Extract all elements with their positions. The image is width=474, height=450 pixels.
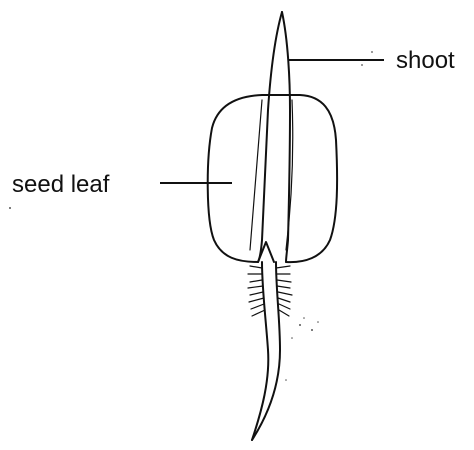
seed-leaf-outline <box>208 95 337 262</box>
root-right-edge <box>252 262 280 440</box>
shoot-left-edge <box>258 12 282 262</box>
seed-leaf-inner-left <box>250 100 262 250</box>
seed-leaf-label: seed leaf <box>12 171 110 198</box>
shoot-label: shoot <box>396 47 455 74</box>
